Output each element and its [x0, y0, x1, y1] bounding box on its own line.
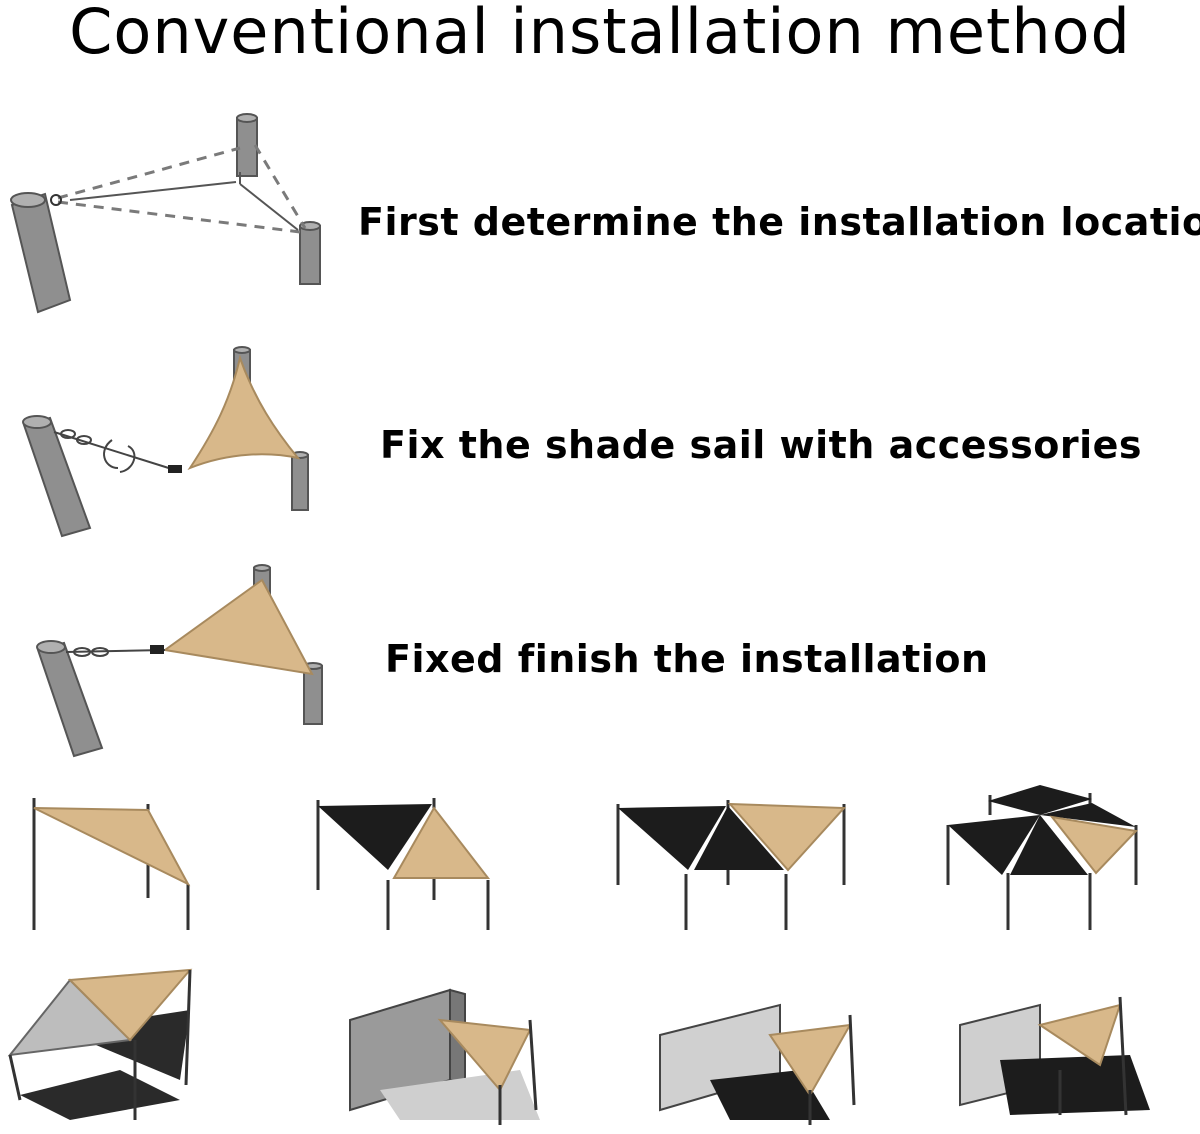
config-wall-3	[950, 985, 1170, 1134]
posts-with-triangle-sail-icon	[36, 564, 323, 758]
hexagon-canopy-icon	[946, 785, 1139, 930]
step-label-1: First determine the installation locatio…	[358, 200, 1200, 244]
alternating-triangles-icon	[616, 800, 847, 930]
step-label-2: Fix the shade sail with accessories	[380, 423, 1143, 467]
step3-illustration	[0, 560, 340, 764]
posts-with-tensioner-icon	[22, 346, 309, 538]
config-wall-2	[650, 985, 870, 1134]
page-title: Conventional installation method	[69, 0, 1131, 68]
wall-mount-sail-dark-ground-icon	[959, 996, 1150, 1116]
single-tan-triangle-icon	[32, 798, 191, 930]
config-patio	[0, 960, 200, 1129]
config-wall-1	[340, 980, 560, 1134]
posts-with-dashed-lines-icon	[10, 113, 321, 314]
wall-mount-sail-icon	[349, 988, 540, 1125]
config-two-triangles	[308, 790, 498, 944]
config-four-triangles	[608, 790, 858, 944]
step1-illustration	[0, 100, 340, 334]
step-label-3: Fixed finish the installation	[385, 637, 989, 681]
black-and-tan-triangles-icon	[316, 798, 491, 930]
config-hexagon	[940, 775, 1150, 939]
config-single-triangle	[20, 790, 210, 944]
step2-illustration	[0, 340, 340, 554]
patio-sail-icon	[7, 968, 193, 1120]
wall-mount-sail-black-shadow-icon	[659, 1003, 856, 1125]
